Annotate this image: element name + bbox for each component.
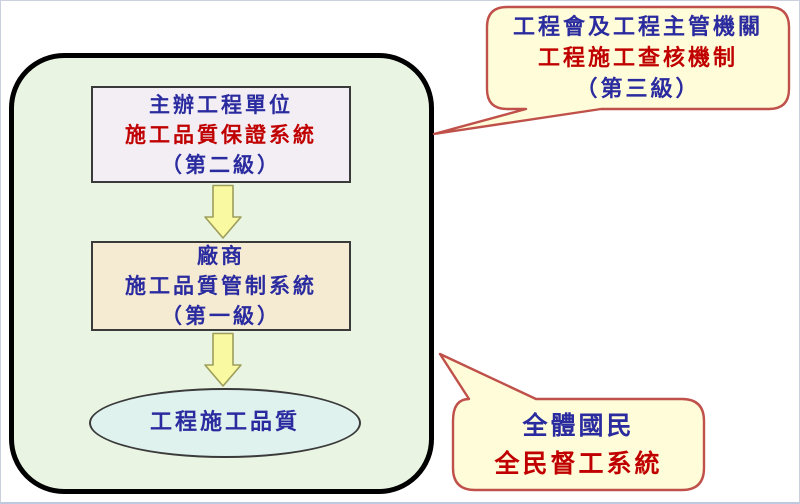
contractor-box: 廠商 施工品質管制系統 （第一級） bbox=[91, 241, 351, 331]
public-callout-line1: 全體國民 bbox=[522, 410, 635, 440]
supervising-unit-line2: 施工品質保證系統 bbox=[125, 122, 317, 147]
construction-quality-ellipse: 工程施工品質 bbox=[89, 388, 361, 458]
construction-quality-label: 工程施工品質 bbox=[149, 410, 300, 435]
third-level-callout-bubble bbox=[432, 5, 791, 136]
supervising-unit-line3: （第二級） bbox=[161, 152, 281, 177]
contractor-line3: （第一級） bbox=[161, 304, 281, 328]
third-level-line1: 工程會及工程主管機關 bbox=[512, 14, 763, 40]
contractor-line1: 廠商 bbox=[197, 244, 245, 268]
public-callout-text: 全體國民 全民督工系統 bbox=[453, 401, 704, 488]
down-arrow-2 bbox=[204, 332, 242, 387]
public-callout-line2: 全民督工系統 bbox=[494, 448, 663, 478]
third-level-line2: 工程施工查核機制 bbox=[537, 45, 738, 71]
down-arrow-1 bbox=[204, 184, 242, 239]
third-level-callout-text: 工程會及工程主管機關 工程施工查核機制 （第三級） bbox=[487, 9, 789, 107]
supervising-unit-line1: 主辦工程單位 bbox=[149, 92, 293, 117]
contractor-line2: 施工品質管制系統 bbox=[125, 274, 317, 298]
third-level-line3: （第三級） bbox=[575, 76, 701, 102]
public-callout-bubble bbox=[438, 352, 706, 492]
supervising-unit-box: 主辦工程單位 施工品質保證系統 （第二級） bbox=[91, 86, 351, 183]
